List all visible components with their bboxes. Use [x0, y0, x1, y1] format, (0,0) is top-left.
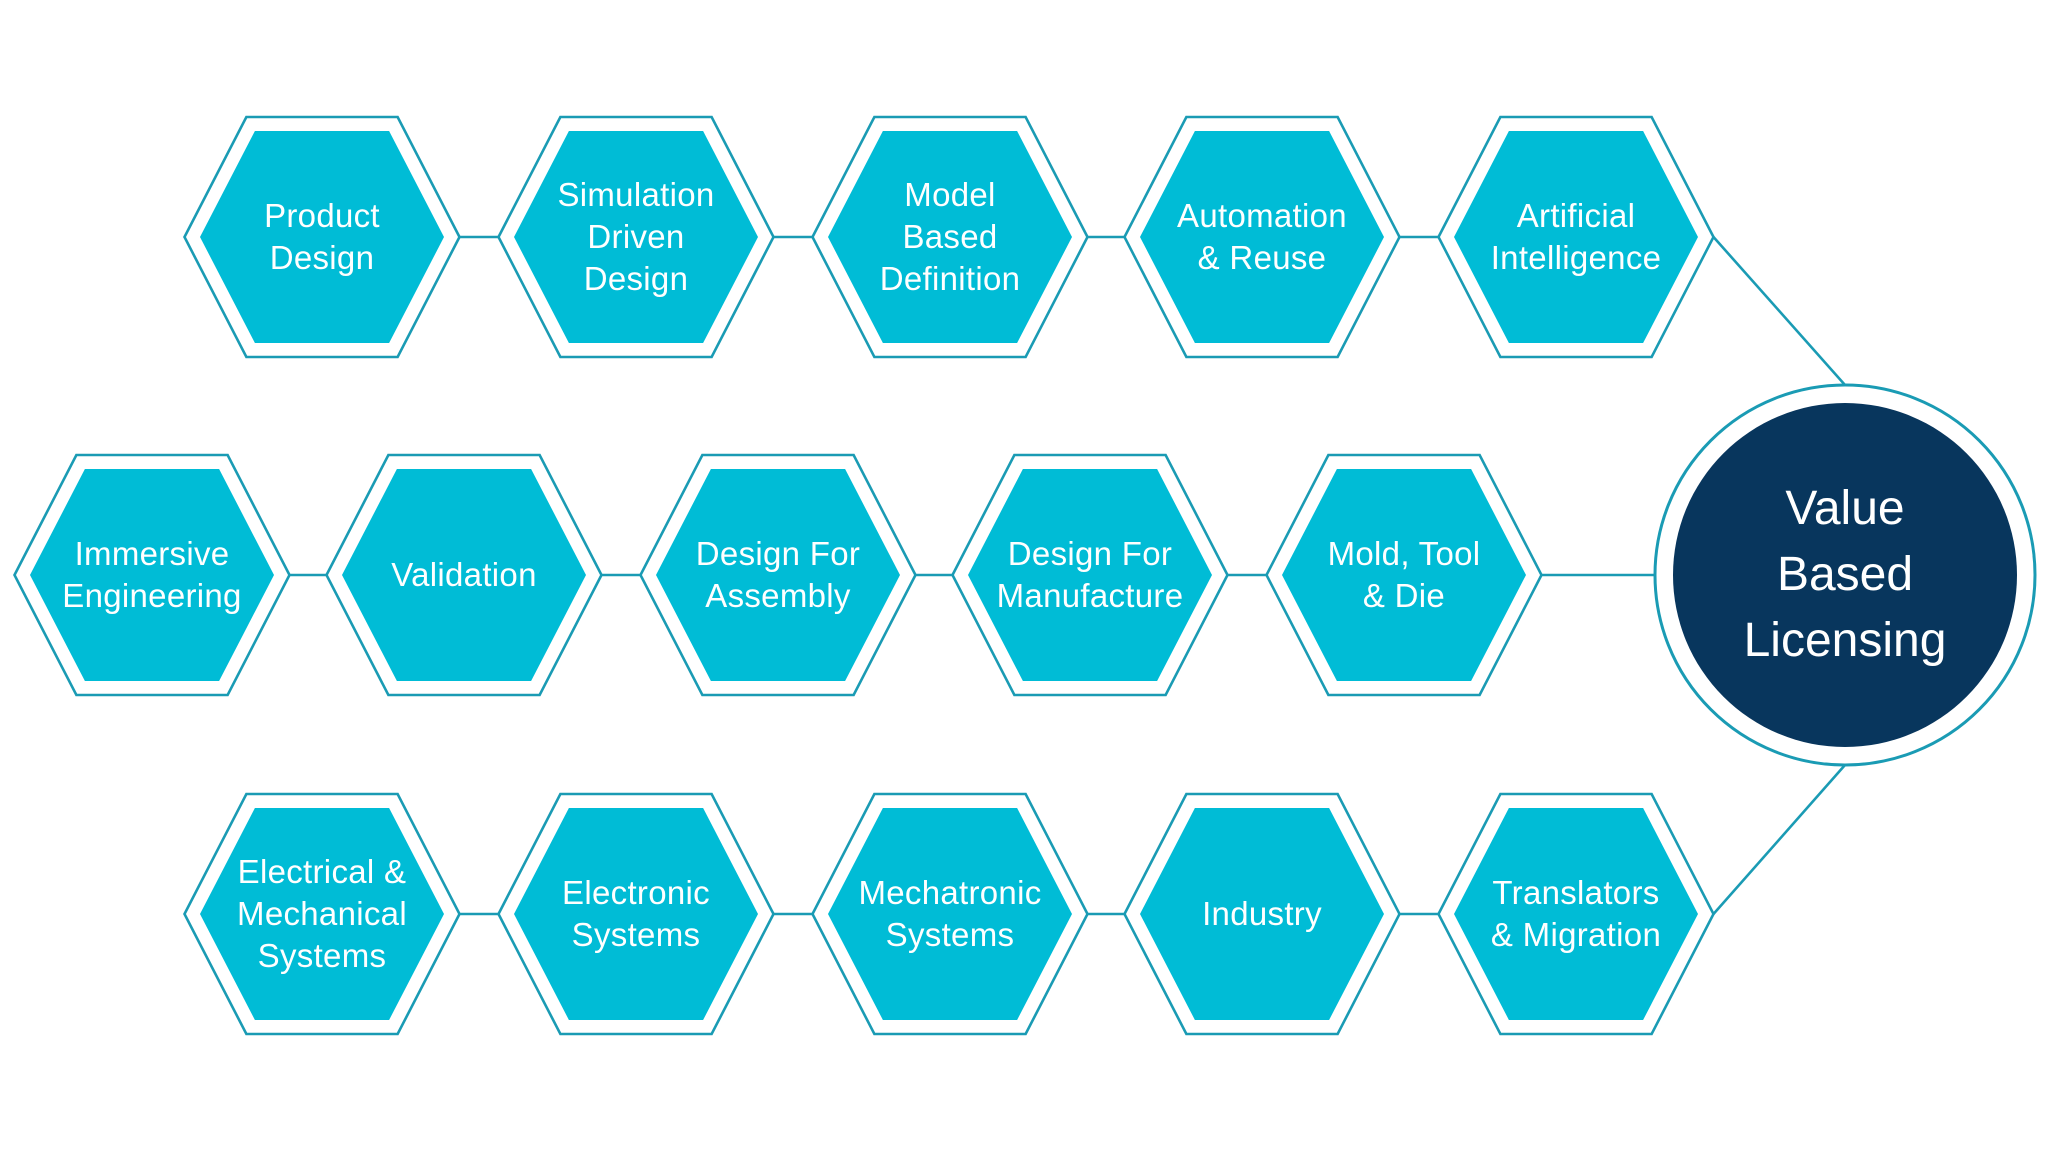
hex-fill — [514, 808, 758, 1020]
hex-fill — [1454, 808, 1698, 1020]
hex-node — [183, 792, 461, 1036]
hex-fill — [200, 131, 444, 343]
connector-top-to-center — [1712, 236, 1846, 386]
hex-node — [639, 453, 917, 697]
hex-node — [1437, 115, 1715, 359]
hex-fill — [1140, 131, 1384, 343]
connectors — [289, 235, 1846, 916]
hex-node — [497, 792, 775, 1036]
hex-node — [325, 453, 603, 697]
hex-node — [1437, 792, 1715, 1036]
hex-fill — [1140, 808, 1384, 1020]
center-core — [1673, 403, 2017, 747]
connector-bottom-to-center — [1712, 764, 1846, 915]
hex-node — [1123, 115, 1401, 359]
hex-fill — [1282, 469, 1526, 681]
hex-fill — [514, 131, 758, 343]
hex-nodes — [13, 115, 1715, 1036]
hex-fill — [828, 131, 1072, 343]
center-node — [1653, 383, 2037, 767]
hex-node — [811, 792, 1089, 1036]
hex-node — [951, 453, 1229, 697]
hex-fill — [342, 469, 586, 681]
hex-fill — [30, 469, 274, 681]
hex-fill — [200, 808, 444, 1020]
hex-node — [13, 453, 291, 697]
hex-fill — [968, 469, 1212, 681]
hex-node — [183, 115, 461, 359]
hex-node — [1123, 792, 1401, 1036]
hex-node — [497, 115, 775, 359]
hex-node — [1265, 453, 1543, 697]
hex-node — [811, 115, 1089, 359]
hex-fill — [1454, 131, 1698, 343]
hex-fill — [656, 469, 900, 681]
hex-fill — [828, 808, 1072, 1020]
